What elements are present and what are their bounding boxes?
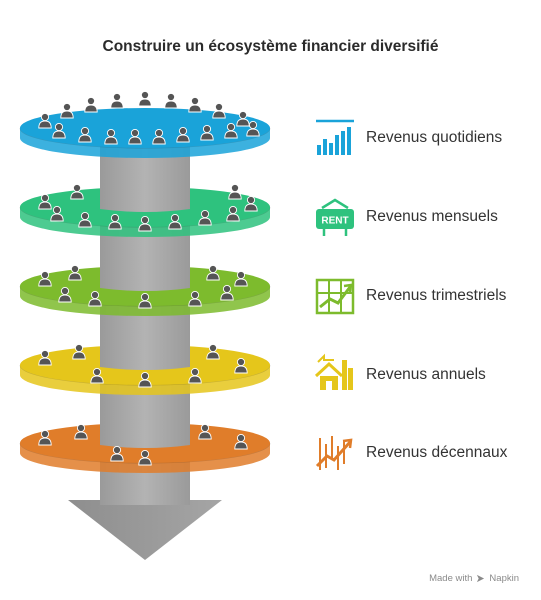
made-with-text: Made with <box>429 573 473 584</box>
growth-chart-icon <box>315 278 355 315</box>
legend-row-3: Revenus trimestriels <box>312 273 506 319</box>
legend-row-1: Revenus quotidiens <box>312 115 502 161</box>
person-icon <box>84 96 98 113</box>
tier-disc-2 <box>19 183 271 237</box>
legend-row-4: Revenus annuels <box>312 352 486 398</box>
house-growth-icon <box>314 353 353 390</box>
rent-sign-icon: RENT <box>316 198 354 236</box>
tier-label-1: Revenus quotidiens <box>366 129 503 146</box>
diagram-title: Construire un écosystème financier diver… <box>102 38 439 55</box>
person-icon <box>110 92 124 109</box>
tier-disc-3 <box>19 264 271 316</box>
tier-disc-5 <box>19 423 271 473</box>
person-icon <box>164 92 178 109</box>
legend-row-2: RENT Revenus mensuels <box>312 194 498 240</box>
napkin-footer: Made with Napkin <box>429 573 519 584</box>
person-icon <box>212 102 226 119</box>
arrow-head <box>68 500 222 560</box>
person-icon <box>60 102 74 119</box>
tier-label-5: Revenus décennaux <box>366 444 508 461</box>
person-icon <box>228 183 242 200</box>
tier-label-4: Revenus annuels <box>366 366 486 383</box>
brand-text: Napkin <box>489 573 519 584</box>
legend-row-5: Revenus décennaux <box>312 430 507 476</box>
tier-disc-1 <box>19 90 271 158</box>
trend-up-icon <box>315 436 353 470</box>
tier-label-3: Revenus trimestriels <box>366 287 507 304</box>
svg-text:RENT: RENT <box>321 216 348 227</box>
napkin-logo-icon <box>477 574 485 583</box>
tier-disc-4 <box>19 343 271 395</box>
person-icon <box>188 96 202 113</box>
person-icon <box>138 90 152 107</box>
bar-chart-icon <box>316 119 354 155</box>
tier-label-2: Revenus mensuels <box>366 208 498 225</box>
